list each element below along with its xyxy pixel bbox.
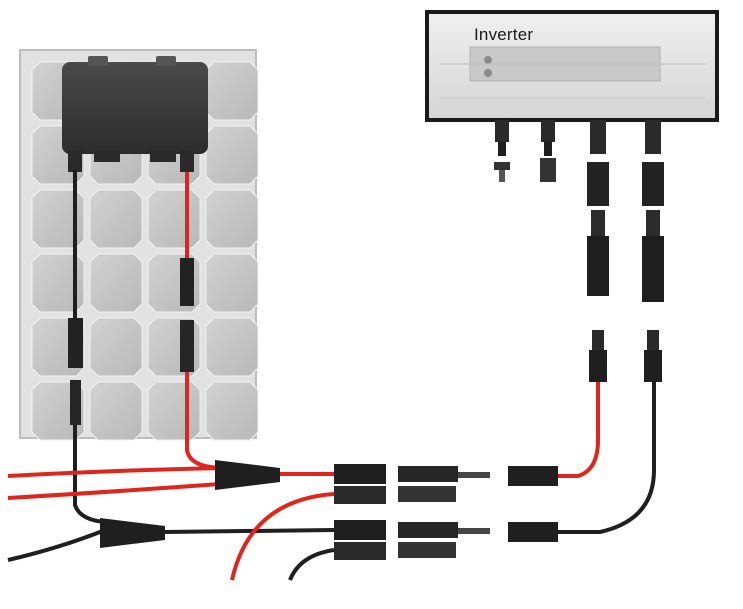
solar-cell	[205, 317, 259, 377]
inverter-port-3	[587, 120, 609, 382]
inverter-port-2	[540, 120, 556, 182]
inverter-port-4	[642, 120, 664, 382]
solar-cell	[147, 189, 201, 249]
mc4-connectors	[334, 464, 558, 560]
solar-cell	[89, 253, 143, 313]
solar-cell	[205, 253, 259, 313]
solar-cell	[147, 381, 201, 441]
solar-cell	[205, 381, 259, 441]
solar-cell	[89, 317, 143, 377]
solar-cell	[205, 61, 259, 121]
solar-cell	[89, 381, 143, 441]
inverter	[425, 10, 719, 122]
junction-box	[62, 56, 208, 172]
y-branch-connectors	[7, 460, 335, 581]
solar-cell	[89, 189, 143, 249]
solar-cell	[205, 189, 259, 249]
inverter-port-1	[494, 120, 510, 182]
inverter-label: Inverter	[474, 25, 534, 44]
solar-cell	[205, 125, 259, 185]
inverter-ports	[494, 120, 664, 382]
inverter-cables	[558, 382, 656, 534]
panel-cables	[68, 170, 226, 524]
